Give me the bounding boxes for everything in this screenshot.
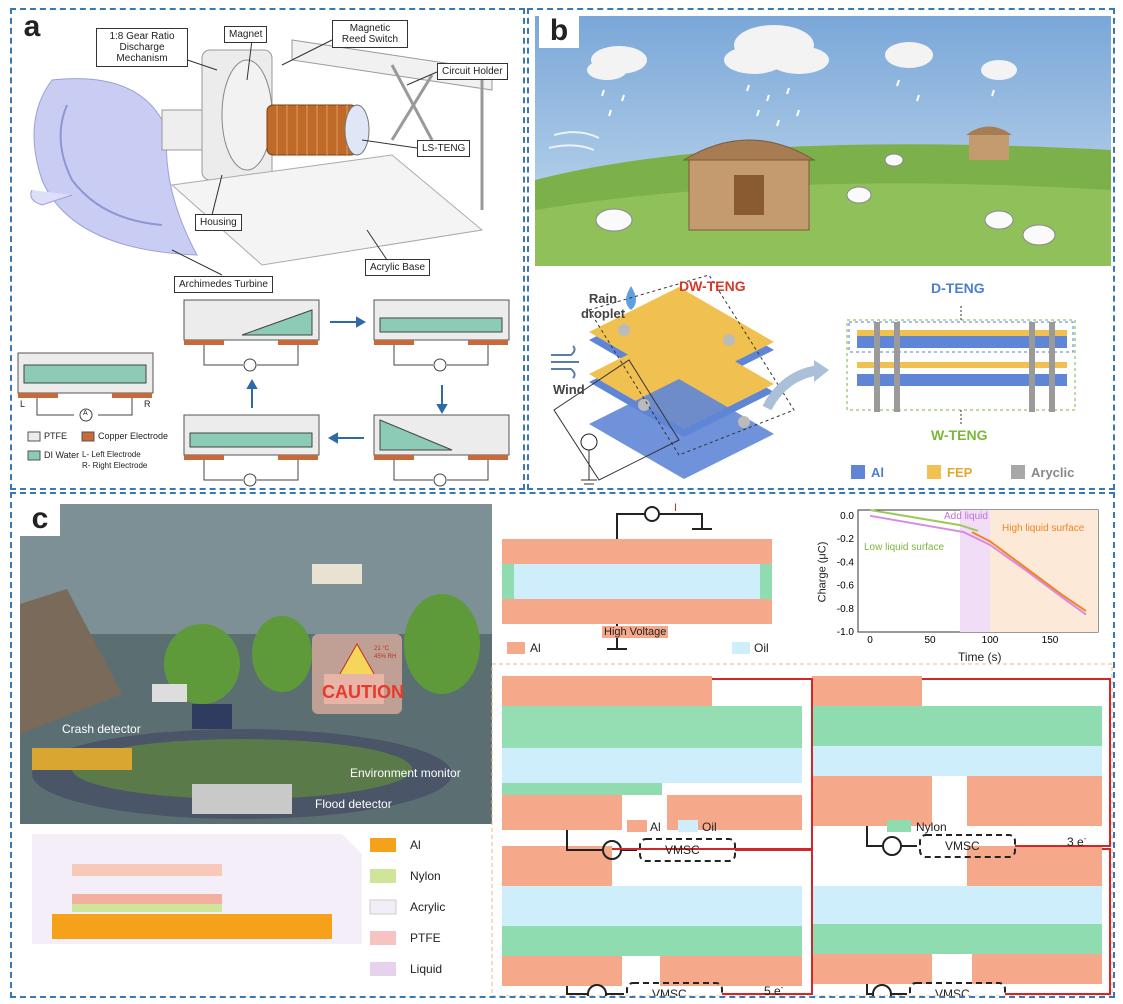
label-high-voltage: High Voltage <box>602 626 669 638</box>
panel-c-illustrations: 0 50 100 150 0.0 -0.2 -0.4 -0.6 -0.8 -1.0 <box>20 502 1113 996</box>
legend-ptfe: PTFE <box>44 431 68 441</box>
panel-a: a <box>10 8 525 490</box>
electron-count-5: 5 e- <box>764 983 784 998</box>
panel-label-a: a <box>12 10 52 44</box>
vmsc-label-4: VMSC <box>935 987 970 998</box>
wind-icon <box>551 345 579 379</box>
chart-xtick-label: 150 <box>1042 635 1059 646</box>
vmsc-label-2: VMSC <box>945 839 980 853</box>
legend-al: Al <box>871 465 884 480</box>
panel-label-c: c <box>20 502 60 536</box>
label-dw-teng: DW-TENG <box>679 278 746 294</box>
legend-acrylic: Aryclic <box>1031 465 1075 480</box>
chart-region-high-liquid <box>990 510 1098 632</box>
legend-di-water: DI Water <box>44 450 80 460</box>
panel-b: b <box>527 8 1115 490</box>
chart-ytick-label: -1.0 <box>837 627 855 638</box>
chart-region-add-liquid <box>960 510 990 632</box>
archimedes-turbine-shape <box>33 78 198 256</box>
schematic-legend-al: Al <box>530 641 541 655</box>
process-step-3 <box>502 846 802 986</box>
layer-legend-ptfe: PTFE <box>410 931 441 945</box>
chart-ytick-label: 0.0 <box>840 511 854 522</box>
rain-drops <box>601 79 995 127</box>
chart-annotation-low: Low liquid surface <box>864 542 945 553</box>
ls-teng-state-diagrams <box>17 299 510 487</box>
layer-legend-liquid: Liquid <box>410 962 443 976</box>
sheep-icons <box>595 153 1056 246</box>
ammeter-symbol: A <box>83 410 88 417</box>
electrode-label-left: L <box>20 399 26 409</box>
chart-ytick-label: -0.8 <box>837 604 855 615</box>
sign-temperature: 21 °C <box>374 646 390 652</box>
chart-xlabel: Time (s) <box>958 650 1002 664</box>
label-wind: Wind <box>553 382 585 397</box>
chart-annotation-high: High liquid surface <box>1002 523 1085 534</box>
callout-circuit-holder: Circuit Holder <box>437 63 508 80</box>
callout-magnet: Magnet <box>224 26 268 43</box>
process-step-4 <box>812 846 1102 984</box>
yurt-large <box>682 139 816 231</box>
sign-humidity: 45% RH <box>374 654 397 660</box>
legend-fep: FEP <box>947 465 973 480</box>
process-step-1 <box>502 676 802 830</box>
label-rain-droplet: Rain droplet <box>580 291 626 321</box>
callout-housing: Housing <box>195 214 242 231</box>
cloud-icon <box>587 25 1017 80</box>
chart-ytick-label: -0.4 <box>837 557 855 568</box>
dw-teng-cross-section <box>846 306 1076 425</box>
chart-series-line-1 <box>869 509 979 532</box>
callout-acrylic-base: Acrylic Base <box>365 259 431 276</box>
schematic-legend-oil: Oil <box>754 641 769 655</box>
electrode-label-right: R <box>144 399 151 409</box>
process-legend-al: Al <box>650 820 661 834</box>
layer-legend-nylon: Nylon <box>410 869 441 883</box>
process-legend-nylon: Nylon <box>916 820 947 834</box>
panel-label-b: b <box>539 14 579 48</box>
rain-wind-scene <box>535 16 1111 486</box>
vmsc-label-3: VMSC <box>652 987 687 998</box>
vmsc-label-1: VMSC <box>665 843 700 857</box>
legend-left-electrode: L- Left Electrode <box>82 450 141 459</box>
turbine-device-illustration <box>17 39 510 487</box>
process-step-2 <box>812 676 1102 826</box>
yurt-small <box>966 126 1012 160</box>
callout-gear-ratio: 1:8 Gear Ratio Discharge Mechanism <box>96 28 188 67</box>
label-crash-detector: Crash detector <box>62 722 141 736</box>
chart-xtick-label: 50 <box>924 635 936 646</box>
chart-series-line-2 <box>869 514 1087 616</box>
caution-sign-text: CAUTION <box>322 682 404 702</box>
charge-chart: 0 50 100 150 0.0 -0.2 -0.4 -0.6 -0.8 -1.0 <box>812 502 1107 672</box>
layer-legend-acrylic: Acrylic <box>410 900 446 914</box>
callout-archimedes-turbine: Archimedes Turbine <box>174 276 273 293</box>
chart-annotation-add: Add liquid <box>944 511 988 522</box>
legend-right-electrode: R- Right Electrode <box>82 461 148 470</box>
chart-ylabel: Charge (μC) <box>816 541 829 603</box>
electron-count-3: 3 e- <box>1067 834 1087 849</box>
chart-xtick-label: 0 <box>867 635 873 646</box>
label-d-teng: D-TENG <box>931 280 985 296</box>
chart-ytick-label: -0.2 <box>837 534 855 545</box>
label-flood-detector: Flood detector <box>315 797 392 811</box>
current-symbol: I <box>674 502 678 514</box>
callout-magnetic-reed-switch: Magnetic Reed Switch <box>332 20 408 48</box>
panel-c: c <box>10 492 1115 998</box>
chart-series-line-3 <box>971 531 1087 612</box>
chart-ytick-label: -0.6 <box>837 581 855 592</box>
chart-xtick-label: 100 <box>982 635 999 646</box>
label-environment-monitor: Environment monitor <box>350 766 461 780</box>
legend-copper-electrode: Copper Electrode <box>98 431 169 441</box>
dw-teng-device <box>553 274 795 485</box>
callout-ls-teng: LS-TENG <box>417 140 471 157</box>
oil-teng-schematic <box>502 506 772 654</box>
label-w-teng: W-TENG <box>931 427 988 443</box>
process-legend-oil: Oil <box>702 820 717 834</box>
layer-legend-al: Al <box>410 838 421 852</box>
